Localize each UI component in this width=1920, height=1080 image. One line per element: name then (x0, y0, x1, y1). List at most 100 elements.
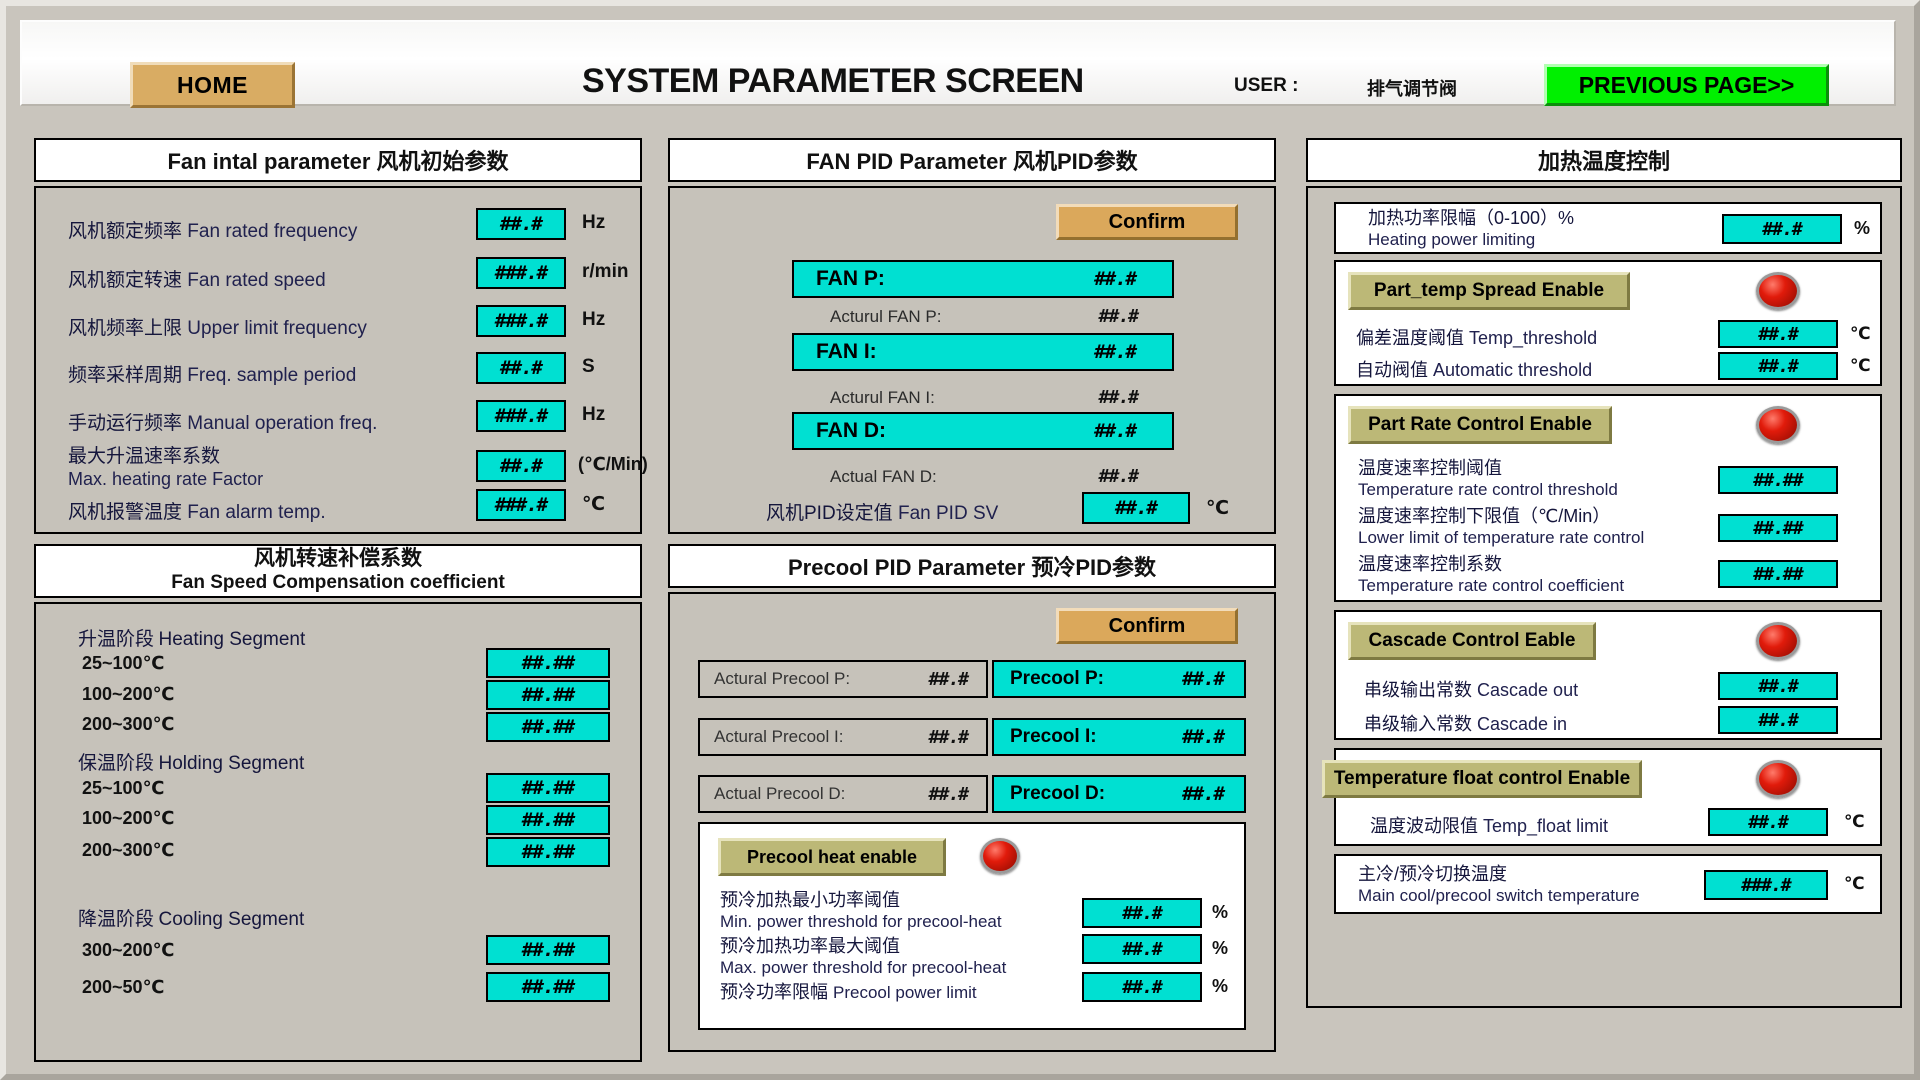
precool-power-limit-input[interactable]: ##.# (1082, 972, 1202, 1002)
heating-25-100-input[interactable]: ##.## (486, 648, 610, 678)
param-label: 手动运行频率 Manual operation freq. (68, 413, 378, 434)
part-temp-spread-enable-button[interactable]: Part_temp Spread Enable (1348, 272, 1630, 310)
heating-power-limit-input[interactable]: ##.# (1722, 214, 1842, 244)
precool-max-power-label: 预冷加热功率最大阈值 Max. power threshold for prec… (720, 936, 1007, 977)
range-label: 25~100℃ (82, 778, 165, 798)
user-label: USER : (1234, 75, 1299, 96)
range-label: 25~100℃ (82, 653, 165, 673)
part-rate-control-group: Part Rate Control Enable 温度速率控制阈值 Temper… (1334, 394, 1882, 602)
fan-d-actual-row: Actual FAN D: ##.# (830, 466, 1139, 487)
fan-pid-confirm-button[interactable]: Confirm (1056, 204, 1238, 240)
heating-200-300-input[interactable]: ##.## (486, 712, 610, 742)
fan-d-set-field[interactable]: FAN D: ##.# (792, 412, 1174, 450)
unit-label: ℃ (1844, 874, 1865, 893)
temp-threshold-label: 偏差温度阈值 Temp_threshold (1356, 328, 1598, 348)
part-temp-spread-group: Part_temp Spread Enable 偏差温度阈值 Temp_thre… (1334, 260, 1882, 386)
heat-control-panel-title: 加热温度控制 (1306, 138, 1902, 182)
unit-label: ℃ (1850, 356, 1871, 375)
holding-25-100-input[interactable]: ##.## (486, 773, 610, 803)
unit-label: Hz (582, 212, 606, 233)
fan-comp-panel: 升温阶段 Heating Segment 25~100℃ ##.## 100~2… (34, 602, 642, 1062)
holding-100-200-input[interactable]: ##.## (486, 805, 610, 835)
range-label: 100~200℃ (82, 684, 175, 704)
unit-label: ℃ (1206, 498, 1230, 519)
rate-control-lower-limit-label: 温度速率控制下限值（℃/Min） Lower limit of temperat… (1358, 506, 1645, 547)
cascade-control-group: Cascade Control Eable 串级输出常数 Cascade out… (1334, 610, 1882, 740)
heat-control-panel: 加热功率限幅（0-100）% Heating power limiting ##… (1306, 186, 1902, 1008)
precool-pid-panel: Confirm Actural Precool P: ##.# Precool … (668, 592, 1276, 1052)
unit-label: % (1212, 938, 1229, 958)
unit-label: Hz (582, 309, 606, 330)
fan-initial-panel: 风机额定频率 Fan rated frequency ##.# Hz 风机额定转… (34, 186, 648, 534)
temperature-float-group: Temperature float control Enable 温度波动限值 … (1322, 748, 1882, 846)
cascade-out-input[interactable]: ##.# (1718, 672, 1838, 700)
precool-p-set-field[interactable]: Precool P: ##.# (992, 660, 1246, 698)
cooling-300-200-input[interactable]: ##.## (486, 935, 610, 965)
fan-i-set-field[interactable]: FAN I: ##.# (792, 333, 1174, 371)
unit-label: Hz (582, 404, 606, 425)
precool-max-power-input[interactable]: ##.# (1082, 934, 1202, 964)
param-label: 频率采样周期 Freq. sample period (68, 365, 357, 386)
rate-control-coefficient-input[interactable]: ##.## (1718, 560, 1838, 588)
precool-heat-subpanel: Precool heat enable 预冷加热最小功率阈值 Min. powe… (698, 822, 1246, 1030)
precool-pid-confirm-button[interactable]: Confirm (1056, 608, 1238, 644)
precool-min-power-label: 预冷加热最小功率阈值 Min. power threshold for prec… (720, 890, 1002, 931)
fan-p-set-field[interactable]: FAN P: ##.# (792, 260, 1174, 298)
automatic-threshold-input[interactable]: ##.# (1718, 352, 1838, 380)
precool-i-set-field[interactable]: Precool I: ##.# (992, 718, 1246, 756)
user-value: 排气调节阀 (1367, 79, 1457, 99)
temp-threshold-input[interactable]: ##.# (1718, 320, 1838, 348)
precool-d-actual-row: Actual Precool D: ##.# (698, 775, 988, 813)
precool-heat-status-led[interactable] (980, 838, 1020, 874)
precool-heat-enable-button[interactable]: Precool heat enable (718, 838, 946, 876)
precool-pid-panel-title: Precool PID Parameter 预冷PID参数 (668, 544, 1276, 588)
temperature-float-enable-button[interactable]: Temperature float control Enable (1322, 760, 1642, 798)
rate-control-lower-limit-input[interactable]: ##.## (1718, 514, 1838, 542)
temp-float-limit-label: 温度波动限值 Temp_float limit (1370, 816, 1609, 836)
fan-pid-sv-input[interactable]: ##.# (1082, 492, 1190, 524)
fan-rated-frequency-input[interactable]: ##.# (476, 208, 566, 240)
manual-operation-freq-input[interactable]: ###.# (476, 400, 566, 432)
home-button[interactable]: HOME (130, 62, 295, 108)
upper-limit-frequency-input[interactable]: ###.# (476, 305, 566, 337)
segment-header: 升温阶段 Heating Segment (78, 629, 306, 650)
max-heating-rate-factor-input[interactable]: ##.# (476, 450, 566, 482)
switch-temp-input[interactable]: ###.# (1704, 870, 1828, 900)
fan-pid-sv-label: 风机PID设定值 Fan PID SV (766, 503, 999, 524)
rate-control-coefficient-label: 温度速率控制系数 Temperature rate control coeffi… (1358, 554, 1625, 595)
temperature-float-status-led[interactable] (1756, 760, 1800, 798)
part-rate-control-enable-button[interactable]: Part Rate Control Enable (1348, 406, 1612, 444)
precool-min-power-input[interactable]: ##.# (1082, 898, 1202, 928)
fan-comp-panel-title: 风机转速补偿系数 Fan Speed Compensation coeffici… (34, 544, 642, 598)
cascade-in-input[interactable]: ##.# (1718, 706, 1838, 734)
fan-alarm-temp-input[interactable]: ###.# (476, 489, 566, 521)
part-temp-spread-status-led[interactable] (1756, 272, 1800, 310)
fan-p-actual-row: Acturul FAN P: ##.# (830, 306, 1139, 327)
freq-sample-period-input[interactable]: ##.# (476, 352, 566, 384)
unit-label: % (1212, 976, 1229, 996)
segment-header: 降温阶段 Cooling Segment (78, 909, 305, 930)
precool-power-limit-label: 预冷功率限幅 Precool power limit (720, 982, 977, 1002)
part-rate-control-status-led[interactable] (1756, 406, 1800, 444)
param-label: 最大升温速率系数 Max. heating rate Factor (68, 446, 264, 489)
heating-100-200-input[interactable]: ##.## (486, 680, 610, 710)
cooling-200-50-input[interactable]: ##.## (486, 972, 610, 1002)
cascade-control-status-led[interactable] (1756, 622, 1800, 660)
unit-label: (℃/Min) (578, 454, 648, 474)
header-bar: HOME SYSTEM PARAMETER SCREEN USER : 排气调节… (20, 20, 1896, 108)
fan-rated-speed-input[interactable]: ###.# (476, 257, 566, 289)
holding-200-300-input[interactable]: ##.## (486, 837, 610, 867)
param-label: 风机额定转速 Fan rated speed (68, 270, 326, 291)
precool-d-set-field[interactable]: Precool D: ##.# (992, 775, 1246, 813)
previous-page-button[interactable]: PREVIOUS PAGE>> (1544, 64, 1829, 106)
fan-pid-panel-title: FAN PID Parameter 风机PID参数 (668, 138, 1276, 182)
unit-label: r/min (582, 261, 629, 282)
unit-label: S (582, 356, 595, 377)
temp-float-limit-input[interactable]: ##.# (1708, 808, 1828, 836)
cascade-out-label: 串级输出常数 Cascade out (1364, 680, 1579, 700)
rate-control-threshold-input[interactable]: ##.## (1718, 466, 1838, 494)
heating-power-limit-label: 加热功率限幅（0-100）% Heating power limiting (1368, 208, 1575, 249)
cascade-control-enable-button[interactable]: Cascade Control Eable (1348, 622, 1596, 660)
unit-label: ℃ (1850, 324, 1871, 343)
